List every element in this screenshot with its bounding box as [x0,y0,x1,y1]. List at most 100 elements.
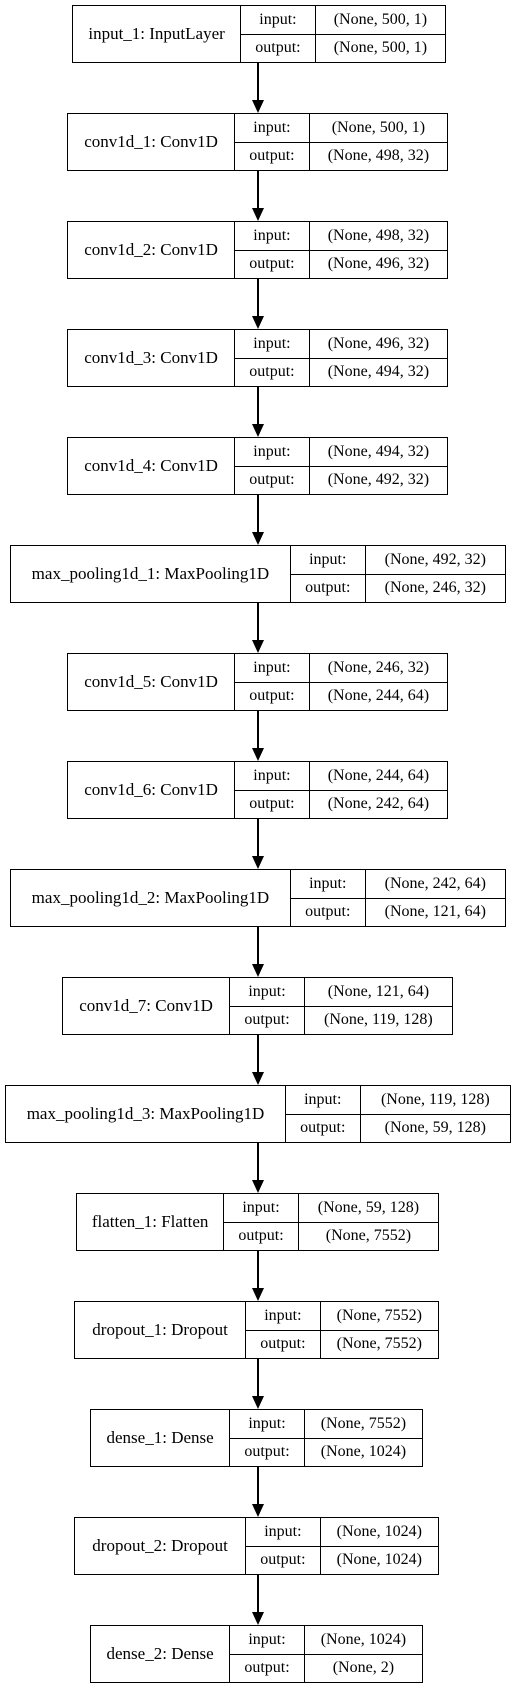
input-label: input: [246,1302,320,1331]
output-shape: (None, 59, 128) [384,1119,486,1137]
arrow-shaft [257,1251,259,1289]
layer-name: conv1d_3: Conv1D [68,330,236,386]
output-label: output: [249,147,295,165]
layer-name: conv1d_6: Conv1D [68,762,236,818]
input-shape: (None, 494, 32) [309,438,447,467]
layer-name: max_pooling1d_2: MaxPooling1D [11,870,291,926]
output-shape: (None, 496, 32) [327,255,430,273]
input-shape: (None, 1024) [304,1626,422,1655]
output-shape: (None, 1024) [320,1443,407,1461]
io-shapes: (None, 1024)(None, 1024) [320,1518,438,1574]
input-label: input: [230,1410,304,1439]
io-labels: input:output: [235,114,310,170]
input-label: input: [235,222,309,251]
io-shapes: (None, 494, 32)(None, 492, 32) [309,438,447,494]
io-labels: input: output: [235,762,310,818]
layer-name: flatten_1: Flatten [77,1194,225,1250]
arrow-head [252,100,264,113]
io-shapes: (None, 492, 32)(None, 246, 32) [365,546,505,602]
input-shape: (None, 119, 128) [360,1086,511,1115]
io-labels: input: output: [246,1302,321,1358]
input-shape: (None, 500, 1) [315,6,446,35]
output-label: output: [244,1443,290,1461]
layer-name: max_pooling1d_1: MaxPooling1D [11,546,291,602]
output-shape: (None, 7552) [325,1227,412,1245]
arrow-head [252,208,264,221]
arrow-head [252,532,264,545]
io-shapes: (None, 244, 64)(None, 242, 64) [309,762,447,818]
io-shapes: (None, 500, 1)(None, 498, 32) [309,114,447,170]
output-shape: (None, 244, 64) [327,687,430,705]
input-shape: (None, 500, 1) [309,114,447,143]
layer-name: dropout_1: Dropout [75,1302,247,1358]
arrow-head [252,640,264,653]
output-shape: (None, 242, 64) [327,795,430,813]
input-label: input: [235,762,309,791]
input-label: input: [246,1518,320,1547]
layer-name: dense_1: Dense [91,1410,231,1466]
arrow-shaft [257,603,259,641]
io-shapes: (None, 59, 128)(None, 7552) [298,1194,438,1250]
arrow-head [252,1180,264,1193]
arrow-head [252,1288,264,1301]
layer-name: max_pooling1d_3: MaxPooling1D [6,1086,286,1142]
io-labels: input:output: [230,978,305,1034]
io-shapes: (None, 242, 64)(None, 121, 64) [365,870,505,926]
io-labels: input:output: [230,1626,305,1682]
output-label: output: [260,1335,306,1353]
io-labels: input: output: [235,222,310,278]
input-label: input: [230,978,304,1007]
output-label: output: [249,795,295,813]
arrow-shaft [257,63,259,101]
input-shape: (None, 1024) [320,1518,438,1547]
output-label: output: [260,1551,306,1569]
output-label: output: [249,471,295,489]
input-shape: (None, 7552) [304,1410,422,1439]
input-label: input: [290,546,365,575]
output-label: output: [249,255,295,273]
output-shape: (None, 494, 32) [327,363,430,381]
arrow-shaft [257,1467,259,1505]
arrow-shaft [257,711,259,749]
io-labels: input: output: [230,1410,305,1466]
layer-name: conv1d_1: Conv1D [68,114,236,170]
output-label: output: [305,579,351,597]
arrow-head [252,1612,264,1625]
arrow-shaft [257,279,259,317]
io-shapes: (None, 246, 32) (None, 244, 64) [309,654,447,710]
output-shape: (None, 2) [332,1659,395,1677]
input-shape: (None, 246, 32) [309,654,447,683]
output-label: output: [249,363,295,381]
io-shapes: (None, 7552)(None, 7552) [320,1302,438,1358]
arrow-head [252,964,264,977]
input-shape: (None, 496, 32) [309,330,447,359]
layer-name: conv1d_4: Conv1D [68,438,236,494]
io-labels: input:output: [290,870,366,926]
arrow-shaft [257,495,259,533]
io-labels: input:output: [235,654,310,710]
io-shapes: (None, 496, 32) (None, 494, 32) [309,330,447,386]
output-shape: (None, 246, 32) [384,579,486,597]
io-shapes: (None, 119, 128) (None, 59, 128) [360,1086,511,1142]
layer-name: dropout_2: Dropout [75,1518,247,1574]
io-labels: input:output: [235,438,310,494]
arrow-head [252,424,264,437]
io-labels: input:output: [241,6,316,62]
arrow-shaft [257,1035,259,1073]
arrow-shaft [257,819,259,857]
arrow-shaft [257,1359,259,1397]
output-label: output: [238,1227,284,1245]
arrow-shaft [257,927,259,965]
